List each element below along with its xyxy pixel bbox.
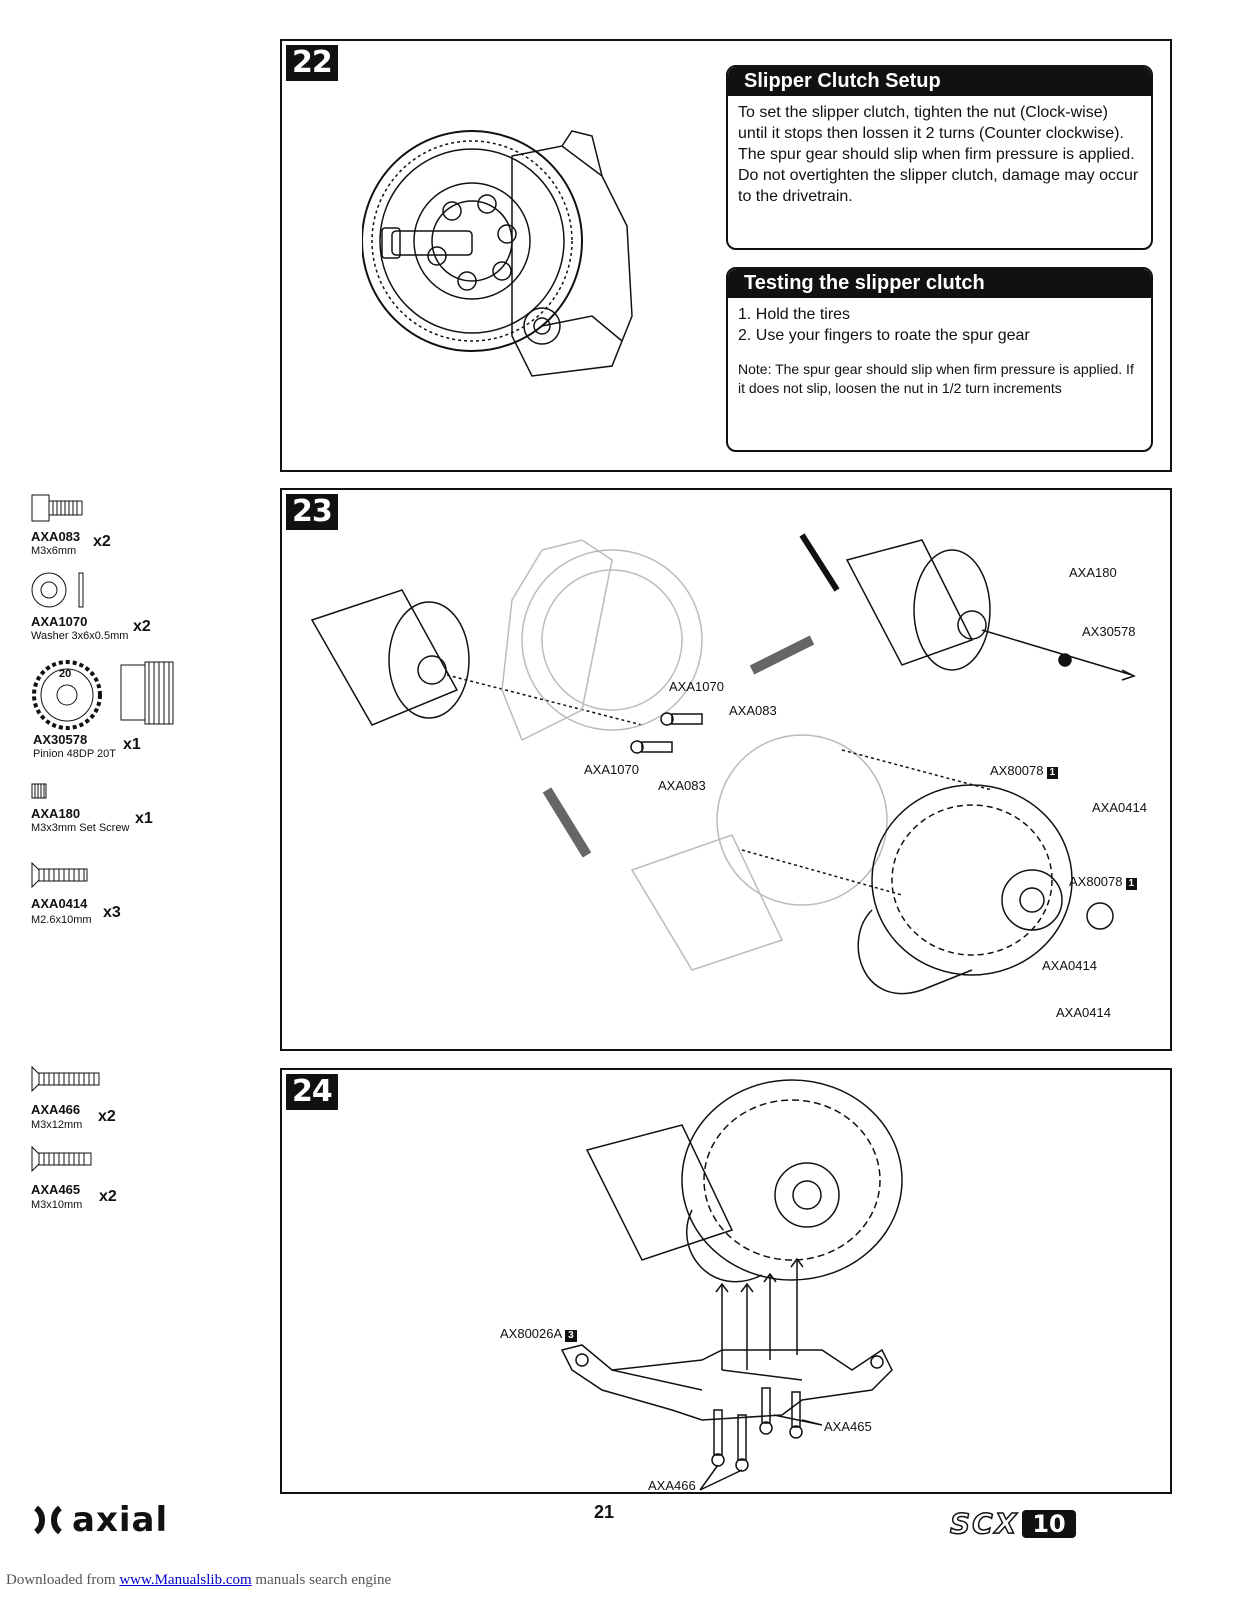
axial-logo: axial: [30, 1500, 168, 1540]
manualslib-link[interactable]: www.Manualslib.com: [119, 1572, 252, 1588]
callout-text: AX80078: [990, 763, 1044, 778]
part-desc: M3x3mm Set Screw: [31, 822, 130, 834]
part-code: AXA180: [31, 806, 81, 821]
model-text: SCX: [949, 1506, 1019, 1541]
callout-axa1070-lower: AXA1070: [584, 762, 639, 777]
axial-mark-icon: [33, 1505, 63, 1535]
flat-head-screw-icon: [31, 1066, 100, 1092]
part-desc: M3x6mm: [31, 545, 77, 557]
callout-text: AX80026A: [500, 1326, 563, 1341]
slipper-test-step-1: 1. Hold the tires: [738, 306, 851, 323]
callout-axa466: AXA466: [648, 1478, 696, 1493]
callout-axa1070-upper: AXA1070: [669, 679, 724, 694]
callout-axa180: AXA180: [1069, 565, 1117, 580]
motor-install-illustration: [310, 533, 1136, 995]
part-code: AXA465: [31, 1182, 81, 1197]
pinion-tooth-count: 20: [59, 668, 72, 680]
callout-axa0414-top: AXA0414: [1092, 800, 1147, 815]
slipper-clutch-setup-box: Slipper Clutch Setup To set the slipper …: [726, 65, 1153, 250]
part-desc: M3x12mm: [31, 1119, 83, 1131]
part-code: AX30578: [33, 732, 88, 747]
part-qty: x1: [135, 810, 153, 827]
part-code: AXA0414: [31, 896, 88, 911]
flat-head-screw-icon: [31, 862, 88, 888]
part-qty: x3: [103, 904, 121, 921]
page-number: 21: [594, 1502, 615, 1522]
step-number: 22: [286, 45, 338, 81]
part-desc: Pinion 48DP 20T: [33, 748, 116, 760]
download-suffix: manuals search engine: [251, 1572, 392, 1588]
set-screw-icon: [31, 783, 47, 799]
part-desc: M2.6x10mm: [31, 914, 92, 926]
step-23-panel: 23: [280, 488, 1172, 1051]
part-axa465: AXA465 M3x10mm x2: [31, 1146, 231, 1216]
download-footer: Downloaded from www.Manualslib.com manua…: [6, 1572, 391, 1589]
part-code: AXA466: [31, 1102, 81, 1117]
scx10-logo: SCX 10: [949, 1506, 1076, 1541]
part-axa1070: AXA1070 Washer 3x6x0.5mm x2: [31, 570, 231, 645]
slipper-setup-title: Slipper Clutch Setup: [728, 67, 1151, 96]
brand-name: axial: [72, 1500, 169, 1540]
callout-text: AX80078: [1069, 874, 1123, 889]
part-bag-tag: 3: [565, 1330, 577, 1342]
part-qty: x2: [133, 618, 151, 635]
callout-axa0414-middle: AXA0414: [1042, 958, 1097, 973]
part-desc: M3x10mm: [31, 1199, 83, 1211]
part-desc: Washer 3x6x0.5mm: [31, 630, 129, 642]
callout-axa083-lower: AXA083: [658, 778, 706, 793]
part-axa466: AXA466 M3x12mm x2: [31, 1066, 231, 1136]
callout-ax30578: AX30578: [1082, 624, 1136, 639]
slipper-test-step-2: 2. Use your fingers to roate the spur ge…: [738, 327, 1030, 344]
download-prefix: Downloaded from: [6, 1572, 120, 1588]
step-22-panel: 22 Slipper Clutch Setup To set the slipp…: [280, 39, 1172, 472]
cap-screw-icon: [31, 494, 83, 522]
slipper-test-title: Testing the slipper clutch: [728, 269, 1151, 298]
pinion-gear-icon: [32, 660, 174, 730]
part-qty: x2: [93, 533, 111, 550]
part-axa083: AXA083 M3x6mm x2: [31, 493, 231, 558]
skid-mount-illustration: [560, 1079, 903, 1491]
model-number: 10: [1022, 1509, 1076, 1538]
slipper-clutch-test-box: Testing the slipper clutch 1. Hold the t…: [726, 267, 1153, 452]
part-axa0414: AXA0414 M2.6x10mm x3: [31, 862, 231, 932]
part-bag-tag: 1: [1125, 878, 1138, 890]
part-qty: x2: [99, 1188, 117, 1205]
slipper-setup-text: To set the slipper clutch, tighten the n…: [738, 104, 1139, 205]
step-number: 24: [286, 1074, 338, 1110]
callout-axa083-upper: AXA083: [729, 703, 777, 718]
slipper-test-note: Note: The spur gear should slip when fir…: [738, 361, 1134, 396]
flat-head-screw-icon: [31, 1146, 92, 1172]
part-bag-tag: 1: [1046, 767, 1059, 779]
part-axa180: AXA180 M3x3mm Set Screw x1: [31, 782, 231, 837]
washer-icon: [31, 572, 84, 608]
callout-axa465: AXA465: [824, 1419, 872, 1434]
callout-axa0414-bottom: AXA0414: [1056, 1005, 1111, 1020]
step-number: 23: [286, 494, 338, 530]
part-code: AXA083: [31, 529, 81, 544]
transmission-illustration: [362, 130, 633, 377]
part-qty: x2: [98, 1108, 116, 1125]
part-code: AXA1070: [31, 614, 88, 629]
part-ax30578: 20 AX30578 Pinion 48DP 20T x1: [31, 660, 231, 760]
part-qty: x1: [123, 736, 141, 753]
